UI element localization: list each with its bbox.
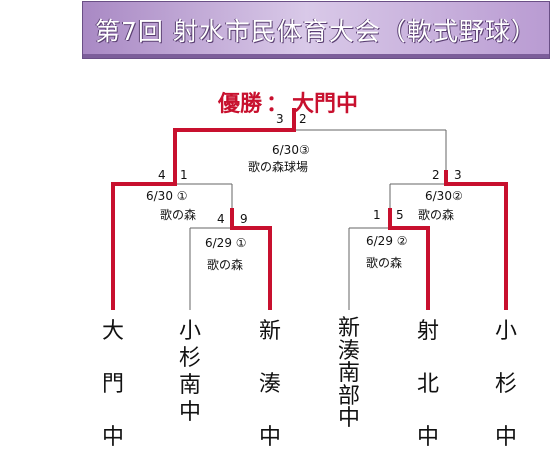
- title-banner: 第7回 射水市民体育大会（軟式野球）: [82, 1, 550, 59]
- tournament-title: 第7回 射水市民体育大会（軟式野球）: [95, 17, 537, 46]
- winner-team: 大門中: [292, 92, 359, 117]
- final-venue: 歌の森球場: [248, 160, 309, 174]
- qf-left-date: 6/29 ①: [205, 236, 247, 250]
- team-kosugi-minami-char-2: 杉: [178, 346, 201, 371]
- team-imizu-kita-char-2: 北: [416, 372, 439, 397]
- team-daimon-char-1: 大: [101, 319, 124, 344]
- winner-heading: 優勝：大門中: [218, 86, 358, 118]
- semi-right-venue: 歌の森: [418, 208, 455, 222]
- win-path-shinminato: [230, 208, 272, 310]
- team-kosugi-char-3: 中: [494, 425, 517, 450]
- team-shinminato: 新 湊 中: [255, 318, 285, 451]
- winner-label: 優勝: [218, 92, 263, 117]
- qf-right-score-left: 1: [373, 208, 381, 222]
- team-kosugi-minami: 小 杉 南 中: [175, 318, 205, 426]
- semi-right-score-left: 2: [432, 168, 440, 182]
- team-shinminato-nanbu: 新 湊 南 部 中: [334, 316, 364, 431]
- team-daimon: 大 門 中: [98, 318, 128, 451]
- team-shinminato-char-1: 新: [258, 319, 281, 344]
- winner-separator: ：: [266, 92, 289, 117]
- team-kosugi-char-2: 杉: [494, 372, 517, 397]
- final-score-left: 3: [276, 112, 284, 126]
- team-imizu-kita-char-3: 中: [416, 425, 439, 450]
- team-kosugi-minami-char-1: 小: [178, 319, 201, 344]
- final-score-right: 2: [299, 112, 307, 126]
- semi-right-score-right: 3: [454, 168, 462, 182]
- team-shinminato-char-2: 湊: [258, 372, 281, 397]
- team-kosugi-minami-char-4: 中: [178, 400, 201, 425]
- qf-left-score-right: 9: [240, 212, 248, 226]
- qf-right-venue: 歌の森: [366, 256, 403, 270]
- team-daimon-char-3: 中: [101, 425, 124, 450]
- team-daimon-char-2: 門: [101, 372, 124, 397]
- banner-shadow: [83, 54, 549, 58]
- semi-left-date: 6/30 ①: [146, 189, 188, 203]
- win-path-kosugi: [444, 170, 508, 310]
- qf-right-date: 6/29 ②: [366, 234, 408, 248]
- semi-left-score-right: 1: [180, 168, 188, 182]
- semi-right-date: 6/30②: [425, 189, 463, 203]
- team-shinminato-nanbu-char-1: 新: [337, 316, 360, 341]
- win-path-imizu-kita: [388, 208, 430, 310]
- final-date: 6/30③: [272, 143, 310, 157]
- qf-left-venue: 歌の森: [207, 258, 244, 272]
- qf-left-score-left: 4: [217, 212, 225, 226]
- semi-left-score-left: 4: [158, 168, 166, 182]
- team-kosugi: 小 杉 中: [491, 318, 521, 451]
- team-imizu-kita: 射 北 中: [413, 318, 443, 451]
- win-path-daimon: [111, 108, 296, 310]
- team-imizu-kita-char-1: 射: [416, 319, 439, 344]
- team-shinminato-nanbu-char-2: 湊: [337, 338, 360, 364]
- qf-right-score-right: 5: [396, 208, 404, 222]
- team-kosugi-minami-char-3: 南: [178, 373, 201, 398]
- team-shinminato-nanbu-char-3: 南: [337, 361, 360, 386]
- team-shinminato-nanbu-char-4: 部: [337, 383, 360, 409]
- semi-left-venue: 歌の森: [160, 208, 197, 222]
- team-shinminato-nanbu-char-5: 中: [337, 406, 360, 431]
- team-kosugi-char-1: 小: [494, 319, 517, 344]
- team-shinminato-char-3: 中: [258, 425, 281, 450]
